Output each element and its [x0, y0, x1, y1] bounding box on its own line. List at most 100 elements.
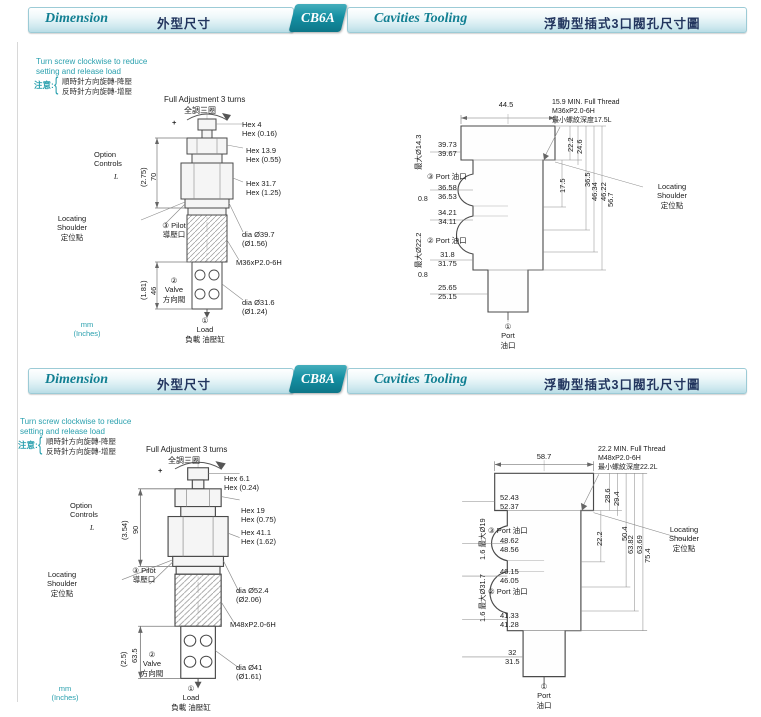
cavity-bore5: 32 31.5 — [505, 648, 520, 667]
cavity-port1-label: ① Port 油口 — [500, 322, 516, 350]
full-adjustment-label-zh: 全調三圈 — [184, 106, 216, 115]
dim-height-upper-mm: 90 — [131, 525, 140, 534]
dim-hex-mid: Hex 13.9 Hex (0.55) — [246, 146, 282, 165]
cavity-depth-75-4: 75.4 — [643, 548, 652, 563]
header-bar-cavities: Cavities Tooling 浮動型插式3口閥孔尺寸圖 — [347, 7, 747, 33]
note-brace: { — [38, 432, 43, 455]
dimension-title: Dimension — [45, 372, 109, 387]
cavity-bore3: 34.21 34.11 — [438, 208, 457, 227]
model-badge-label: CB6A — [301, 10, 335, 25]
pilot-port-label: ③ Pilot 導壓口 — [162, 221, 186, 240]
section-cb6a: Dimension 外型尺寸 CB6A Cavities Tooling 浮動型… — [28, 4, 747, 350]
cavity-right-dimension-chains — [565, 473, 648, 631]
units-label: mm (Inches) — [73, 320, 101, 339]
locating-shoulder-label: Locating Shoulder 定位點 — [46, 570, 78, 598]
cavity-depth-22-2: 22.2 — [595, 531, 604, 546]
option-controls-label: Option Controls — [70, 501, 98, 520]
note-zh-line2: 反時針方向旋轉-增壓 — [62, 87, 132, 96]
dim-height-upper-in: (2.75) — [139, 167, 148, 187]
note-line2: setting and release load — [36, 67, 121, 76]
full-adjustment-label: Full Adjustment 3 turns — [146, 445, 228, 454]
valve-dimension-lines — [138, 488, 181, 679]
cavity-profile-drawing — [430, 114, 644, 322]
dim-height-lower-in: (1.81) — [139, 280, 148, 300]
dim-height-upper-in: (3.54) — [120, 520, 129, 540]
cavity-thread-note: 22.2 MIN. Full Thread M48xP2.0-6H 最小螺紋深度… — [598, 446, 666, 471]
cavity-port2-label: ② Port 油口 — [427, 236, 467, 245]
note-zh-line1: 順時針方向旋轉-降壓 — [46, 437, 116, 446]
dim-hex-big: Hex 41.1 Hex (1.62) — [241, 528, 277, 547]
valve-port-label: ② Valve 方向閥 — [162, 276, 186, 304]
cavity-top-width: 58.7 — [536, 452, 552, 461]
header-bar-dimension: Dimension 外型尺寸 — [28, 368, 294, 394]
cavity-bore1: 39.73 39.67 — [438, 140, 457, 159]
section-cb8a: Dimension 外型尺寸 CB8A Cavities Tooling 浮動型… — [0, 360, 761, 717]
dimension-title: Dimension — [45, 11, 109, 26]
cavity-bore5: 25.65 25.15 — [438, 283, 457, 302]
cavity-port2-label: ② Port 油口 — [488, 587, 528, 596]
valve-cross-section-drawing — [140, 113, 244, 318]
note-line1: Turn screw clockwise to reduce — [36, 57, 148, 66]
option-l-label: L — [114, 172, 119, 181]
units-label: mm (Inches) — [51, 684, 79, 703]
valve-port-label: ② Valve 方向閥 — [140, 650, 164, 678]
cavity-depth-22-2: 22.2 — [566, 137, 575, 152]
option-l-label: L — [90, 523, 95, 532]
valve-leader-lines — [121, 472, 240, 669]
thread-spec-label: M48xP2.0-6H — [230, 620, 276, 629]
cavity-max-dia-mid: 1.6 最大Ø31.7 — [478, 574, 487, 622]
note-zh-label: 注意: — [18, 440, 38, 450]
cavity-right-dimension-chains — [528, 125, 606, 271]
cavity-depth-28-6: 28.6 — [603, 488, 612, 503]
cavity-top-width: 44.5 — [498, 100, 514, 109]
cavity-bore4: 31.8 31.75 — [438, 250, 457, 269]
note-zh-label: 注意: — [34, 80, 54, 90]
cavities-title: Cavities Tooling — [374, 372, 468, 387]
cavity-bore1: 52.43 52.37 — [500, 493, 519, 512]
cavity-shoulder-label: Locating Shoulder 定位點 — [668, 525, 700, 553]
cavity-profile-drawing — [462, 460, 687, 688]
dim-dia-lower: dia Ø41 (Ø1.61) — [236, 663, 263, 682]
dim-hex-mid: Hex 19 Hex (0.75) — [241, 506, 277, 525]
plus-mark: + — [158, 466, 163, 475]
cavity-top-dimension — [460, 115, 556, 124]
dimension-title-zh: 外型尺寸 — [157, 17, 212, 31]
option-controls-label: Option Controls — [94, 150, 122, 169]
dim-dia-upper: dia Ø39.7 (Ø1.56) — [242, 230, 275, 249]
cavity-bore2: 48.62 48.56 — [500, 536, 519, 555]
cavity-max-dia-mid: 最大Ø22.2 — [414, 232, 423, 268]
dim-hex-big: Hex 31.7 Hex (1.25) — [246, 179, 282, 198]
model-badge-label: CB8A — [301, 371, 335, 386]
load-port-label: ① Load 負載 油壓缸 — [171, 684, 211, 712]
cavity-port1-label: ① Port 油口 — [536, 682, 552, 710]
full-adjustment-label: Full Adjustment 3 turns — [164, 95, 246, 104]
pilot-port-label: ③ Pilot 導壓口 — [132, 566, 156, 585]
cavity-depth-56-7: 56.7 — [606, 192, 615, 207]
cavity-chamfer-top: 0.8 — [418, 196, 428, 203]
cavity-depth-17-5: 17.5 — [558, 178, 567, 193]
model-badge: CB6A — [288, 4, 348, 32]
cavity-bore4: 41.33 41.28 — [500, 611, 519, 630]
dim-height-lower-in: (2.5) — [119, 651, 128, 667]
dim-height-upper-mm: 70 — [149, 172, 158, 181]
valve-leader-lines — [140, 123, 244, 301]
full-adjustment-label-zh: 全調三圈 — [168, 456, 200, 465]
cavity-depth-29-4: 29.4 — [612, 491, 621, 506]
cavities-title: Cavities Tooling — [374, 11, 468, 26]
dim-hex-top: Hex 4 Hex (0.16) — [242, 120, 278, 139]
cavity-left-extension-lines — [462, 501, 524, 658]
note-zh-line2: 反時針方向旋轉-增壓 — [46, 447, 116, 456]
dim-hex-top: Hex 6.1 Hex (0.24) — [224, 474, 260, 493]
load-port-label: ① Load 負載 油壓缸 — [185, 316, 225, 344]
cavity-port3-label: ③ Port 油口 — [488, 526, 528, 535]
dim-dia-upper: dia Ø52.4 (Ø2.06) — [236, 586, 269, 605]
cavity-left-extension-lines — [430, 151, 488, 295]
note-line1: Turn screw clockwise to reduce — [20, 417, 132, 426]
dimension-title-zh: 外型尺寸 — [157, 378, 212, 392]
cavity-port3-label: ③ Port 油口 — [427, 172, 467, 181]
cavity-shoulder-label: Locating Shoulder 定位點 — [656, 182, 688, 210]
header-bar-cavities: Cavities Tooling 浮動型插式3口閥孔尺寸圖 — [347, 368, 747, 394]
cavity-chamfer-bot: 0.8 — [418, 272, 428, 279]
page-margin-line — [17, 42, 18, 702]
